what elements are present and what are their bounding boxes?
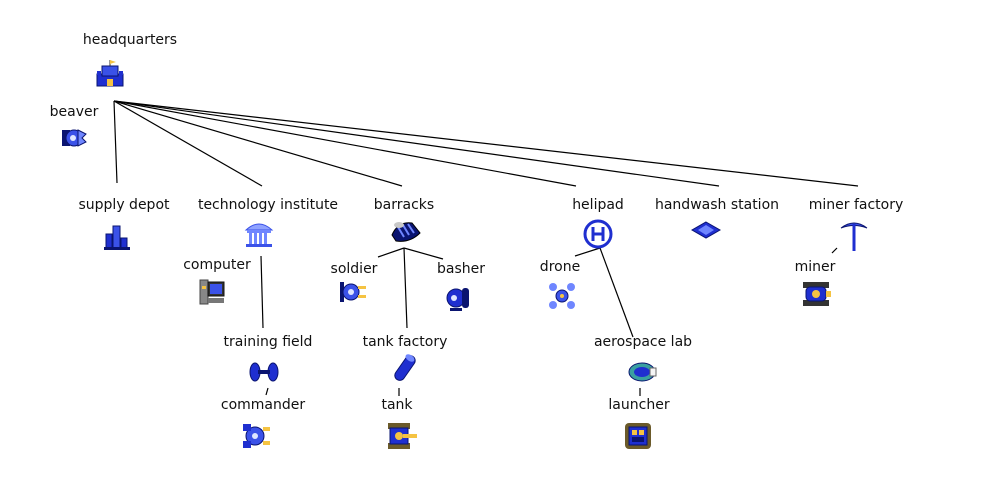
label-soldier: soldier xyxy=(330,261,378,277)
barracks-icon xyxy=(390,215,422,247)
edge-training-field-to-commander xyxy=(265,387,269,396)
miner-robot-icon xyxy=(800,278,832,310)
soldier-robot-icon xyxy=(336,276,368,308)
edge-beaver-to-helipad xyxy=(113,100,577,187)
beaver-robot-icon xyxy=(58,122,90,154)
label-supply-depot: supply depot xyxy=(78,197,170,213)
label-drone: drone xyxy=(539,259,581,275)
helipad-icon xyxy=(582,218,614,250)
edge-beaver-to-supply-depot xyxy=(113,100,118,184)
edge-barracks-to-basher xyxy=(403,247,444,260)
drone-robot-icon xyxy=(546,280,578,312)
institute-building-icon xyxy=(243,218,275,250)
label-miner: miner xyxy=(794,259,836,275)
label-helipad: helipad xyxy=(572,197,624,213)
edge-beaver-to-handwash-station xyxy=(113,100,720,187)
label-miner-factory: miner factory xyxy=(808,197,904,213)
edge-barracks-to-tank-factory xyxy=(403,247,408,329)
edge-helipad-to-drone xyxy=(574,247,601,257)
pickaxe-icon xyxy=(838,220,870,252)
label-tank: tank xyxy=(381,397,413,413)
tank-factory-icon xyxy=(390,352,422,384)
handwash-station-icon xyxy=(690,214,722,246)
computer-icon xyxy=(196,276,228,308)
label-aerospace-lab: aerospace lab xyxy=(593,334,693,350)
label-commander: commander xyxy=(220,397,306,413)
label-launcher: launcher xyxy=(608,397,670,413)
basher-robot-icon xyxy=(442,282,474,314)
edge-technology-institute-to-training-field xyxy=(260,255,264,329)
label-technology-institute: technology institute xyxy=(197,197,339,213)
tank-robot-icon xyxy=(386,420,418,452)
label-headquarters: headquarters xyxy=(82,32,178,48)
launcher-robot-icon xyxy=(622,420,654,452)
label-beaver: beaver xyxy=(49,104,99,120)
aerospace-lab-icon xyxy=(626,356,658,388)
supply-depot-icon xyxy=(100,220,132,252)
castle-icon xyxy=(94,58,126,90)
label-basher: basher xyxy=(436,261,486,277)
edge-beaver-to-technology-institute xyxy=(113,100,263,187)
label-computer: computer xyxy=(183,257,251,273)
edge-miner-factory-to-miner xyxy=(831,247,838,254)
edge-helipad-to-aerospace-lab xyxy=(599,247,634,338)
label-handwash-station: handwash station xyxy=(654,197,780,213)
edge-beaver-to-barracks xyxy=(113,100,403,187)
label-barracks: barracks xyxy=(373,197,435,213)
label-training-field: training field xyxy=(223,334,313,350)
edge-barracks-to-soldier xyxy=(377,247,405,258)
commander-robot-icon xyxy=(240,420,272,452)
dumbbell-icon xyxy=(248,356,280,388)
edge-beaver-to-miner-factory xyxy=(113,100,859,187)
label-tank-factory: tank factory xyxy=(362,334,448,350)
